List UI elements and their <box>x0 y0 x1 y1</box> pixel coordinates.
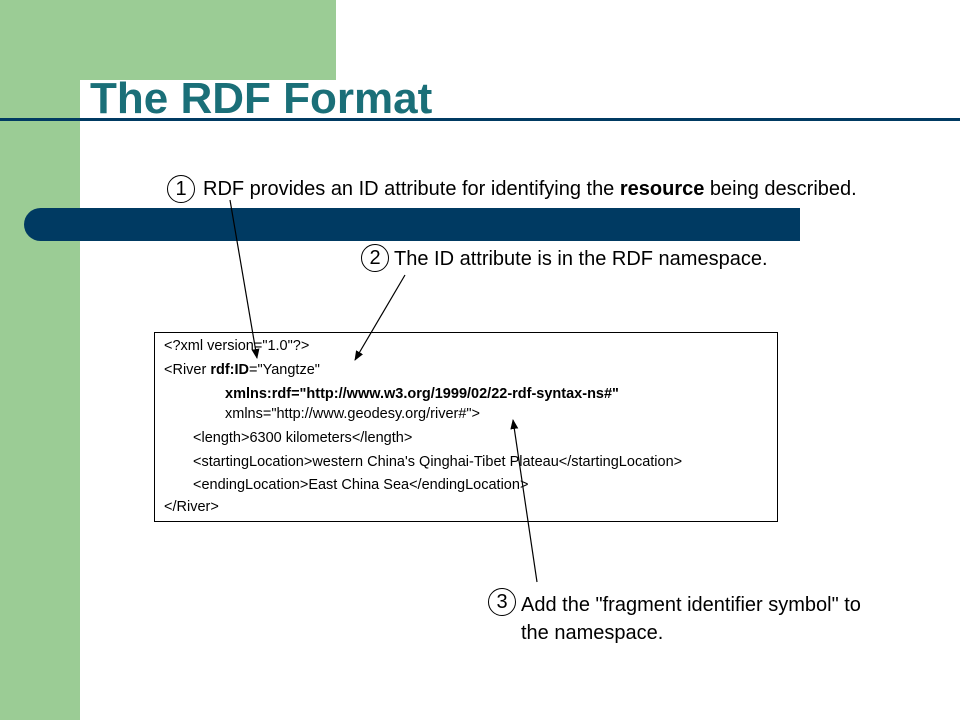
code-starting-close: </startingLocation> <box>558 454 683 470</box>
code-ending-close: </endingLocation> <box>409 477 529 493</box>
top-green-band <box>80 0 336 80</box>
code-ending-value: East China Sea <box>308 477 410 493</box>
title-background <box>80 80 480 120</box>
callout-2-text: The ID attribute is in the RDF namespace… <box>394 248 768 270</box>
code-river-close: </River> <box>164 499 219 515</box>
callout-1-text-start: RDF provides an ID attribute for identif… <box>203 178 620 200</box>
code-length-value: 6300 kilometers <box>249 430 352 446</box>
arrow-1 <box>229 199 260 359</box>
code-starting-open: <startingLocation> <box>193 454 313 470</box>
code-river-tag: <River <box>164 362 211 378</box>
code-xml-declaration: <?xml version="1.0"?> <box>164 338 310 354</box>
slide-title: The RDF Format <box>90 74 433 123</box>
code-ending-open: <endingLocation> <box>193 477 309 493</box>
arrow-2 <box>354 274 406 361</box>
code-length-close: </length> <box>351 430 413 446</box>
code-rdf-namespace: xmlns:rdf="http://www.w3.org/1999/02/22-… <box>225 386 619 402</box>
callout-1-number: 1 <box>167 175 195 203</box>
callout-3-number: 3 <box>488 588 516 616</box>
arrow-3 <box>510 419 538 583</box>
code-starting-value: western China's Qinghai-Tibet Plateau <box>312 454 559 470</box>
callout-3-line-2: the namespace. <box>521 622 664 644</box>
code-river-open: <River rdf:ID="Yangtze" <box>164 362 320 378</box>
callout-3-line-1: Add the "fragment identifier symbol" to <box>521 594 861 616</box>
rdf-code-box <box>154 332 778 522</box>
callout-1-text-end: being described. <box>704 178 857 200</box>
callout-1-text-bold: resource <box>619 178 705 200</box>
code-length-open: <length> <box>193 430 250 446</box>
code-rdf-id-attr: rdf:ID <box>210 362 250 378</box>
callout-2-number: 2 <box>361 244 389 272</box>
callout-1-text: RDF provides an ID attribute for identif… <box>203 178 857 201</box>
title-underline <box>0 118 960 121</box>
code-starting-location: <startingLocation>western China's Qingha… <box>193 454 682 470</box>
code-length-element: <length>6300 kilometers</length> <box>193 430 412 446</box>
code-rdf-id-value: ="Yangtze" <box>249 362 320 378</box>
code-ending-location: <endingLocation>East China Sea</endingLo… <box>193 477 528 493</box>
navy-bar <box>24 208 800 241</box>
code-default-namespace: xmlns="http://www.geodesy.org/river#"> <box>225 406 481 422</box>
